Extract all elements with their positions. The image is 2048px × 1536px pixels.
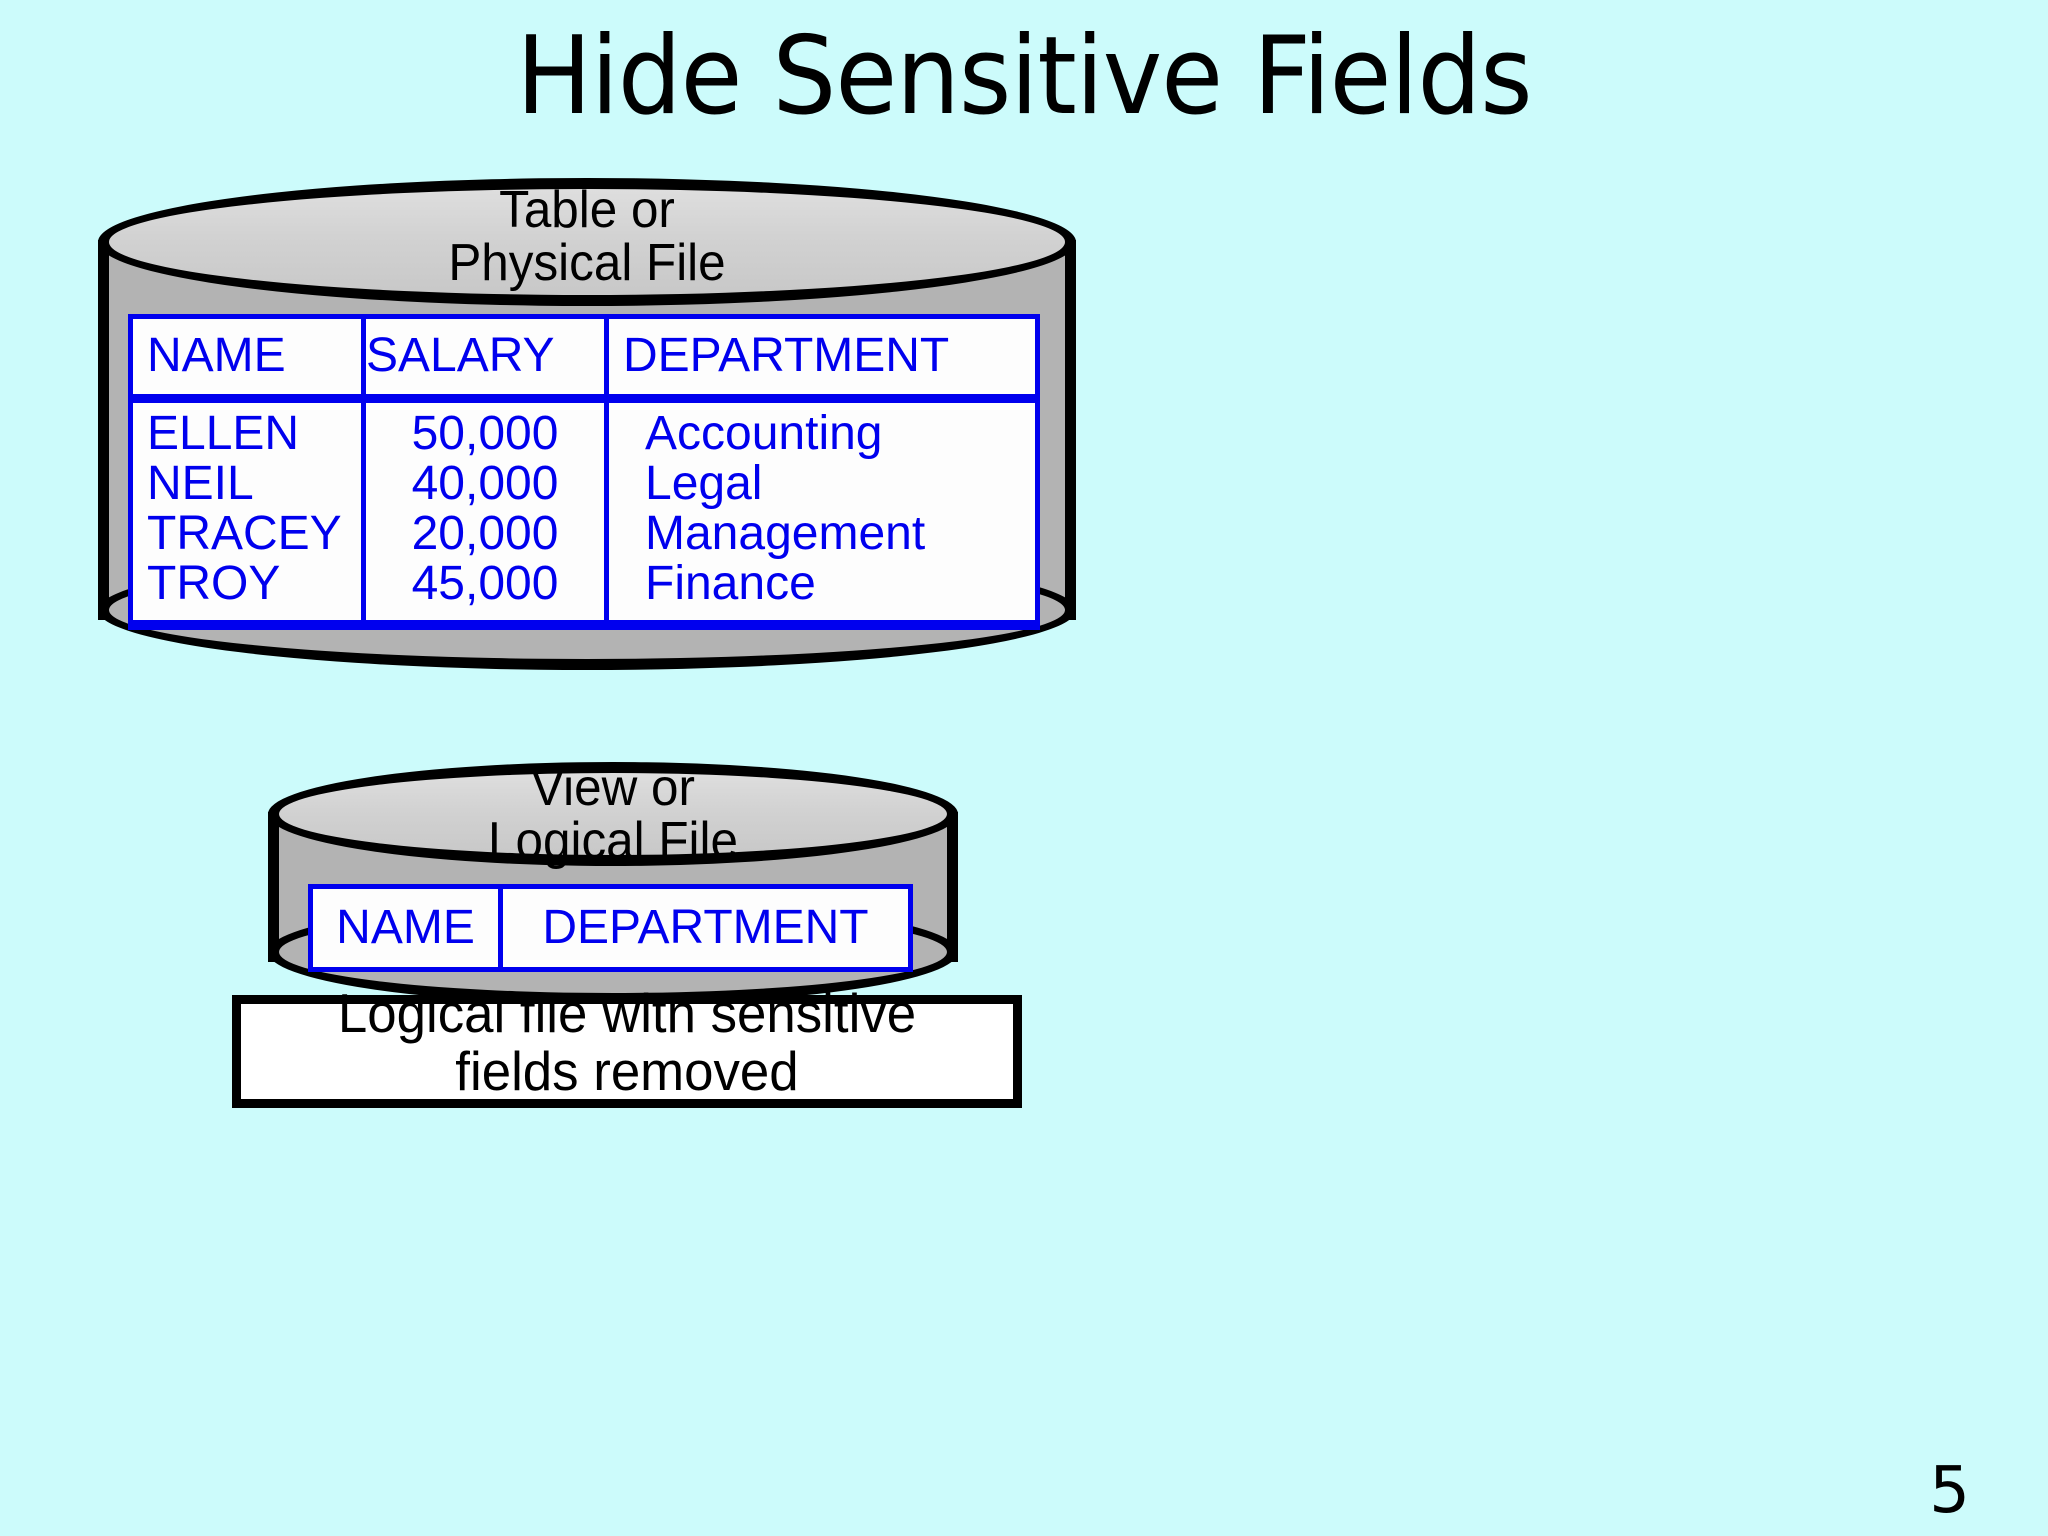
logical-file-label: View or Logical File [488, 759, 738, 871]
logical-file-table: NAME DEPARTMENT [308, 884, 913, 972]
caption-text: Logical file with sensitive fields remov… [337, 982, 917, 1102]
table-column-name-values: ELLEN NEIL TRACEY TROY [133, 403, 361, 620]
table-body-rows: ELLEN NEIL TRACEY TROY 50,000 40,000 20,… [133, 403, 1035, 620]
physical-file-table: NAME SALARY DEPARTMENT ELLEN NEIL TRACEY… [128, 314, 1040, 630]
table-row-divider [133, 394, 1035, 403]
page-number: 5 [1929, 1454, 1970, 1528]
table-column-salary-values: 50,000 40,000 20,000 45,000 [366, 403, 604, 620]
table-header-row: NAME DEPARTMENT [313, 889, 908, 967]
column-header-name: NAME [133, 319, 361, 394]
column-header-salary: SALARY [366, 319, 604, 394]
column-header-department: DEPARTMENT [609, 319, 1035, 394]
physical-file-cylinder-top [98, 178, 1076, 306]
column-header-department: DEPARTMENT [503, 889, 908, 967]
caption-box [232, 995, 1022, 1108]
table-column-department-values: Accounting Legal Management Finance [609, 403, 1035, 620]
logical-file-cylinder-top [268, 762, 958, 866]
table-header-row: NAME SALARY DEPARTMENT [133, 319, 1035, 394]
physical-file-label: Table or Physical File [448, 181, 726, 293]
column-header-name: NAME [313, 889, 498, 967]
page-title: Hide Sensitive Fields [516, 14, 1532, 139]
